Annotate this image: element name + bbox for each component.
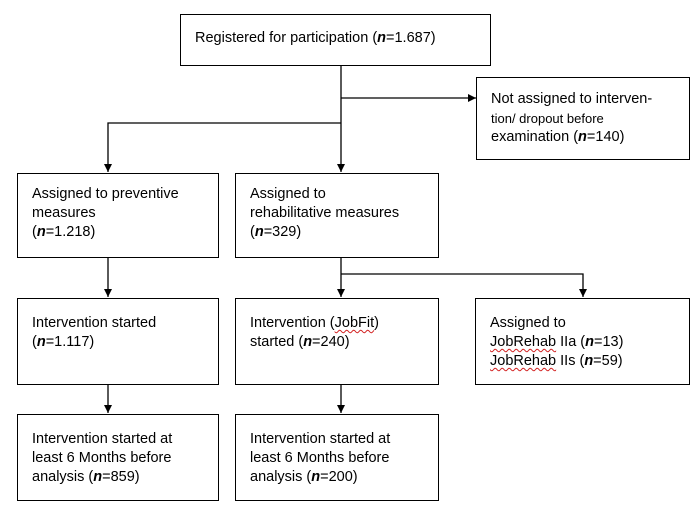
jobfit-line2: started ( — [250, 334, 304, 350]
preventive-analysis-line1: Intervention started at — [32, 431, 173, 447]
n-label: n — [254, 224, 264, 240]
rehab-assigned-box: Assigned to rehabilitative measures (n=3… — [235, 173, 439, 258]
rehab-count: =329) — [263, 224, 302, 240]
preventive-assigned-box: Assigned to preventive measures (n=1.218… — [17, 173, 219, 258]
preventive-line2: measures — [32, 205, 96, 221]
jobrehab-iis-text: IIs ( — [556, 353, 585, 369]
rehab-analysis-line1: Intervention started at — [250, 431, 391, 447]
registered-box: Registered for participation (n=1.687) — [180, 14, 491, 66]
jobrehab-iis-word: JobRehab — [490, 353, 557, 369]
arrow-rehab-to-jobrehab — [341, 273, 587, 297]
jobrehab-iia-text: IIa ( — [556, 334, 586, 350]
open-paren: ( — [32, 224, 37, 240]
n-label: n — [578, 129, 587, 145]
not-assigned-line3: examination ( — [491, 129, 579, 145]
rehab-analysis-box: Intervention started at least 6 Months b… — [235, 414, 439, 501]
jobrehab-iia-count: =13) — [593, 334, 624, 350]
rehab-analysis-line3: analysis ( — [250, 469, 312, 485]
n-label: n — [303, 334, 313, 350]
registered-count: =1.687) — [386, 30, 436, 46]
n-label: n — [93, 469, 103, 485]
close-paren: ) — [374, 315, 379, 331]
not-assigned-count: =140) — [586, 129, 625, 145]
jobrehab-line1: Assigned to — [490, 315, 566, 331]
jobfit-word: JobFit — [334, 315, 375, 331]
n-label: n — [584, 353, 594, 369]
registered-label: Registered for participation ( — [195, 30, 378, 46]
jobfit-started-box: Intervention (JobFit) started (n=240) — [235, 298, 439, 385]
open-paren: ( — [250, 224, 255, 240]
n-label: n — [36, 334, 46, 350]
n-label: n — [36, 224, 46, 240]
preventive-analysis-line3: analysis ( — [32, 469, 94, 485]
rehab-analysis-count: =200) — [320, 469, 358, 485]
arrow-to-preventive — [104, 122, 341, 172]
jobfit-line1: Intervention ( — [250, 315, 335, 331]
rehab-analysis-line2: least 6 Months before — [250, 450, 390, 466]
n-label: n — [585, 334, 594, 350]
preventive-started-line1: Intervention started — [32, 315, 157, 331]
preventive-analysis-box: Intervention started at least 6 Months b… — [17, 414, 219, 501]
preventive-count: =1.218) — [45, 224, 96, 240]
preventive-analysis-line2: least 6 Months before — [32, 450, 172, 466]
jobrehab-box: Assigned to JobRehab IIa (n=13) JobRehab… — [475, 298, 690, 385]
not-assigned-box: Not assigned to interven- tion/ dropout … — [476, 77, 690, 160]
preventive-analysis-count: =859) — [102, 469, 140, 485]
open-paren: ( — [32, 334, 37, 350]
preventive-line1: Assigned to preventive — [32, 186, 179, 202]
rehab-line1: Assigned to — [250, 186, 326, 202]
jobrehab-iis-count: =59) — [593, 353, 623, 369]
jobrehab-iia-word: JobRehab — [490, 334, 557, 350]
n-label: n — [377, 30, 387, 46]
n-label: n — [311, 469, 321, 485]
preventive-started-box: Intervention started (n=1.117) — [17, 298, 219, 385]
rehab-line2: rehabilitative measures — [250, 205, 400, 221]
preventive-started-count: =1.117) — [45, 334, 95, 350]
not-assigned-line1: Not assigned to interven- — [491, 91, 653, 107]
jobfit-count: =240) — [312, 334, 350, 350]
not-assigned-line2: tion/ dropout before — [491, 111, 604, 126]
